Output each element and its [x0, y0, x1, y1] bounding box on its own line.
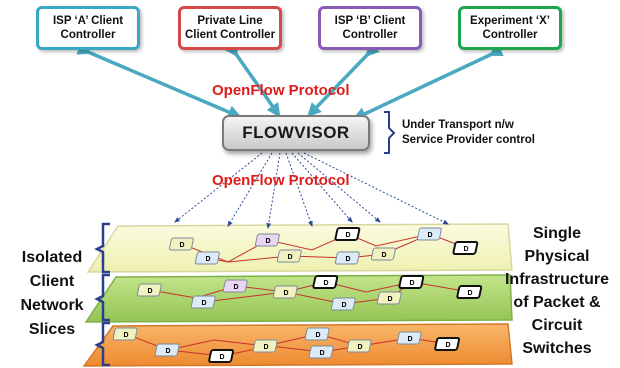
dotted-link	[285, 152, 313, 228]
switch-node-label: D	[147, 288, 152, 295]
flowvisor-box[interactable]: FLOWVISOR	[222, 115, 370, 151]
switch-node[interactable]: D	[304, 327, 330, 341]
switch-node[interactable]: D	[346, 339, 372, 353]
switch-node[interactable]: D	[254, 233, 280, 247]
switch-node[interactable]: D	[190, 295, 216, 309]
switch-node-label: D	[387, 296, 392, 303]
slice-layer-middle	[84, 274, 513, 323]
transport-brace	[384, 111, 396, 154]
switch-node-label: D	[165, 348, 170, 355]
switch-node[interactable]: D	[434, 337, 461, 351]
switch-node-label: D	[205, 256, 210, 263]
switch-node[interactable]: D	[398, 275, 425, 289]
switch-node-label: D	[467, 290, 472, 297]
brace-middle	[94, 273, 110, 322]
physical-infrastructure-label: Single Physical Infrastructure of Packet…	[504, 225, 610, 357]
switch-node[interactable]: D	[416, 227, 442, 241]
switch-node-label: D	[179, 242, 184, 249]
brace-top	[94, 222, 110, 274]
switch-node-label: D	[315, 332, 320, 339]
switch-node-label: D	[219, 354, 224, 361]
dotted-link	[174, 152, 263, 223]
isolated-slices-label: Isolated Client Network Slices	[20, 249, 84, 338]
controller-arrows	[76, 41, 504, 121]
switch-node[interactable]: D	[222, 279, 248, 293]
switch-node[interactable]: D	[112, 327, 138, 341]
switch-node-label: D	[201, 300, 206, 307]
controller-isp-a[interactable]: ISP ‘A’ Client Controller	[36, 6, 140, 50]
switch-node-label: D	[407, 336, 412, 343]
switch-node[interactable]: D	[272, 285, 298, 299]
switch-node-label: D	[233, 284, 238, 291]
arrow-isp-a	[76, 41, 242, 119]
controller-isp-b[interactable]: ISP ‘B’ Client Controller	[318, 6, 422, 50]
switch-node[interactable]: D	[456, 285, 483, 299]
switch-node-label: D	[381, 252, 386, 259]
controller-experiment-x[interactable]: Experiment ‘X’ Controller	[458, 6, 562, 50]
switch-node-label: D	[341, 302, 346, 309]
dotted-link	[297, 152, 381, 223]
switch-node[interactable]: D	[208, 349, 235, 363]
switch-node[interactable]: D	[276, 249, 302, 263]
switch-node-label: D	[445, 342, 450, 349]
transport-note: Under Transport n/w Service Provider con…	[402, 119, 535, 146]
switch-node[interactable]: D	[154, 343, 180, 357]
switch-node[interactable]: D	[168, 237, 194, 251]
flowvisor-switch-links	[174, 152, 450, 230]
switch-node-label: D	[283, 290, 288, 297]
brace-bottom	[94, 321, 110, 367]
switch-node-label: D	[345, 232, 350, 239]
switch-node-label: D	[357, 344, 362, 351]
switch-node[interactable]: D	[334, 227, 361, 241]
dotted-link	[227, 152, 273, 228]
switch-node-label: D	[427, 232, 432, 239]
switch-node-label: D	[287, 254, 292, 261]
switches: D D D D D D D D D D D D D D D D D D D D D D D D D D D	[112, 227, 483, 363]
switch-node-label: D	[463, 246, 468, 253]
switch-node-label: D	[409, 280, 414, 287]
switch-node[interactable]: D	[452, 241, 479, 255]
switch-node[interactable]: D	[312, 275, 339, 289]
dotted-link	[266, 152, 281, 230]
switch-node-label: D	[319, 350, 324, 357]
switch-node[interactable]: D	[376, 291, 402, 305]
switch-node[interactable]: D	[334, 251, 360, 265]
arrow-private-line	[224, 41, 281, 118]
controller-private-line[interactable]: Private Line Client Controller	[178, 6, 282, 50]
switch-node[interactable]: D	[308, 345, 334, 359]
dotted-link	[303, 152, 450, 225]
switch-node[interactable]: D	[136, 283, 162, 297]
switch-node-label: D	[263, 344, 268, 351]
switch-node[interactable]: D	[396, 331, 422, 345]
switch-node-label: D	[123, 332, 128, 339]
switch-node[interactable]: D	[370, 247, 396, 261]
switch-node[interactable]: D	[194, 251, 220, 265]
switch-node-label: D	[345, 256, 350, 263]
switch-node[interactable]: D	[330, 297, 356, 311]
arrow-experiment-x	[352, 43, 504, 121]
switch-node[interactable]: D	[252, 339, 278, 353]
slice-layer-top	[86, 223, 513, 273]
switch-node-label: D	[323, 280, 328, 287]
openflow-protocol-top: OpenFlow Protocol	[212, 82, 350, 99]
openflow-protocol-bottom: OpenFlow Protocol	[212, 172, 350, 189]
dotted-link	[291, 152, 353, 223]
left-braces	[94, 222, 110, 367]
switch-node-label: D	[265, 238, 270, 245]
